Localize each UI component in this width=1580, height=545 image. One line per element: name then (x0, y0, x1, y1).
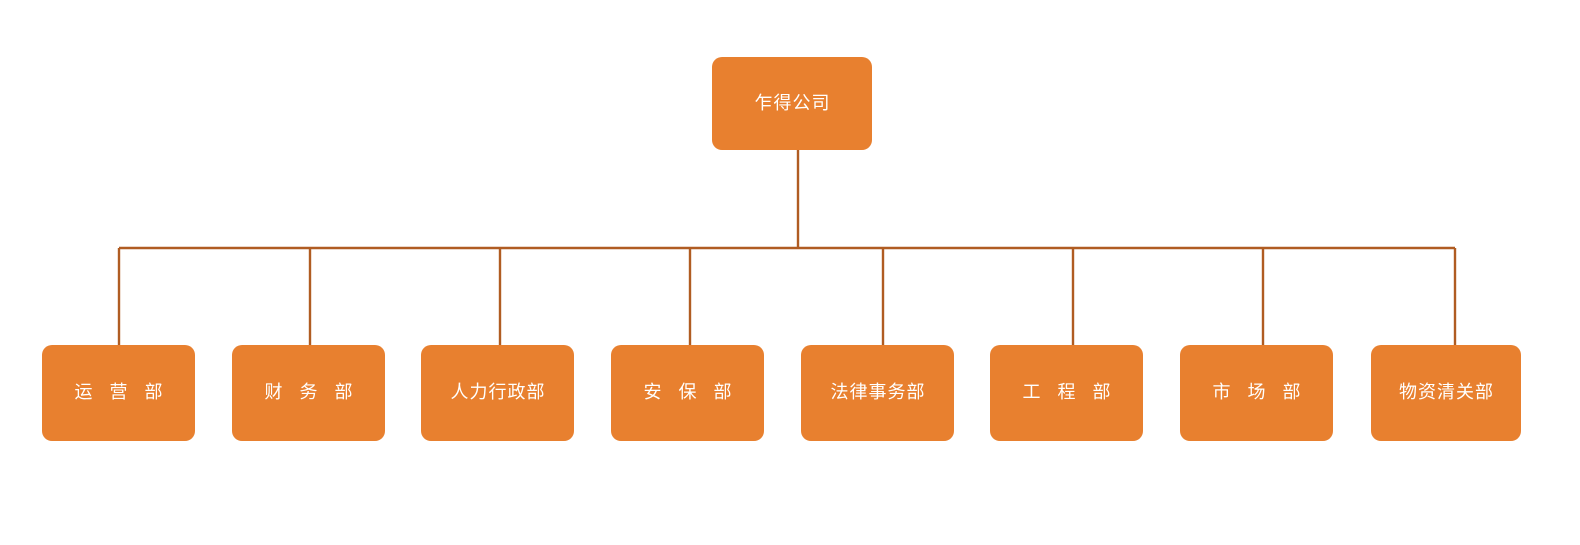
org-node-child-5[interactable]: 法律事务部 (801, 345, 954, 441)
org-node-root-label: 乍得公司 (754, 92, 831, 113)
org-node-child-8[interactable]: 物资清关部 (1371, 345, 1521, 441)
org-node-child-3-label: 人力行政部 (450, 382, 546, 403)
org-node-child-4-label: 安 保 部 (643, 382, 738, 403)
org-node-child-8-label: 物资清关部 (1399, 382, 1494, 403)
org-node-child-1-label: 运 营 部 (74, 382, 169, 403)
org-node-child-7-label: 市 场 部 (1212, 382, 1307, 403)
org-node-child-3[interactable]: 人力行政部 (421, 345, 574, 441)
org-node-root[interactable]: 乍得公司 (712, 57, 872, 150)
org-node-child-6[interactable]: 工 程 部 (990, 345, 1143, 441)
org-node-child-2[interactable]: 财 务 部 (232, 345, 385, 441)
org-node-child-6-label: 工 程 部 (1022, 382, 1117, 403)
org-node-child-7[interactable]: 市 场 部 (1180, 345, 1333, 441)
org-node-child-4[interactable]: 安 保 部 (611, 345, 764, 441)
org-node-child-1[interactable]: 运 营 部 (42, 345, 195, 441)
org-node-child-2-label: 财 务 部 (264, 382, 359, 403)
org-node-child-5-label: 法律事务部 (830, 382, 926, 403)
